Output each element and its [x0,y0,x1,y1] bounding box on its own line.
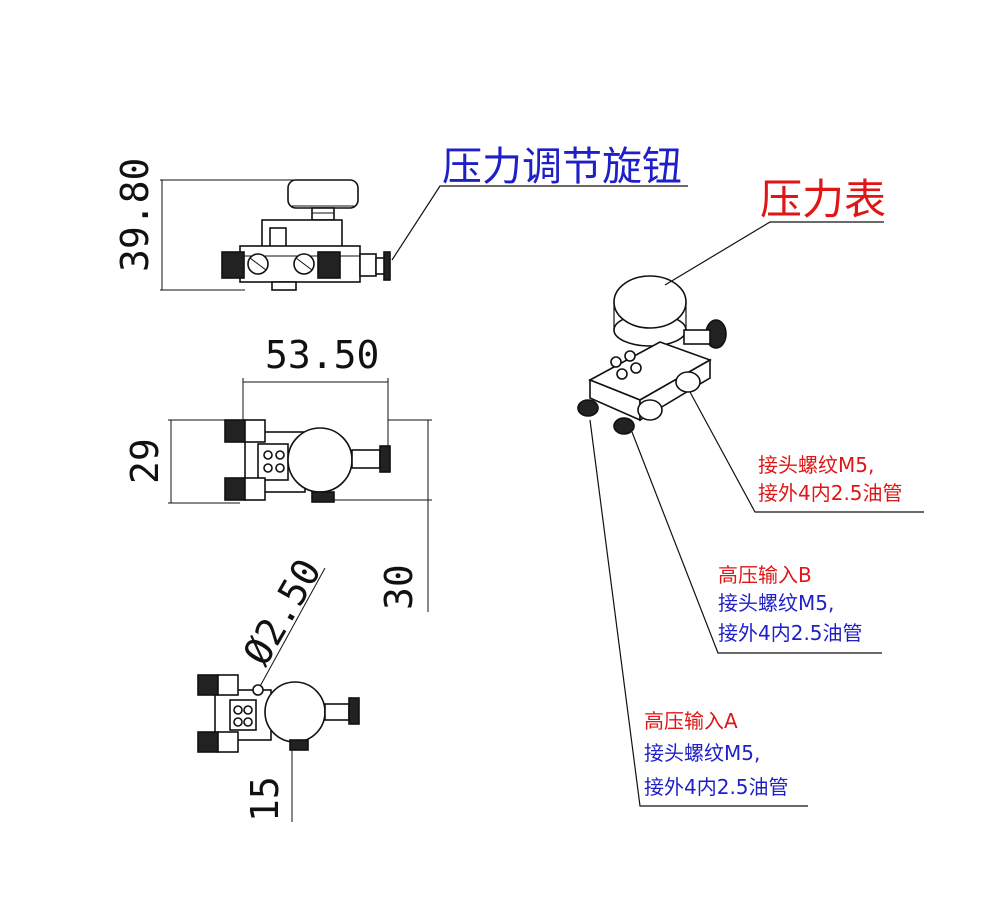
input-b-line2: 接外4内2.5油管 [718,621,863,645]
iso-view [577,275,727,435]
dim-bottom-width: 15 [243,776,287,822]
gauge-label: 压力表 [760,175,886,224]
dim-height-side: 39.80 [113,158,157,272]
iso-leaders [589,221,924,807]
input-a-line1: 接头螺纹M5, [644,741,760,765]
input-b-title: 高压输入B [718,563,812,587]
dim-diameter: Ø2.50 [235,551,330,672]
input-a-line2: 接外4内2.5油管 [644,775,789,799]
dim-height-top: 29 [123,438,167,484]
input-a-title: 高压输入A [644,709,738,733]
dim-width-top: 53.50 [265,333,379,377]
dim-offset-right: 30 [377,564,421,610]
note1-line2: 接外4内2.5油管 [758,481,903,505]
bottom-view [197,567,360,822]
input-b-line1: 接头螺纹M5, [718,591,834,615]
knob-leader [391,185,688,261]
note1-line1: 接头螺纹M5, [758,453,874,477]
side-view [160,179,391,291]
knob-label: 压力调节旋钮 [442,144,682,190]
top-view [168,378,432,612]
